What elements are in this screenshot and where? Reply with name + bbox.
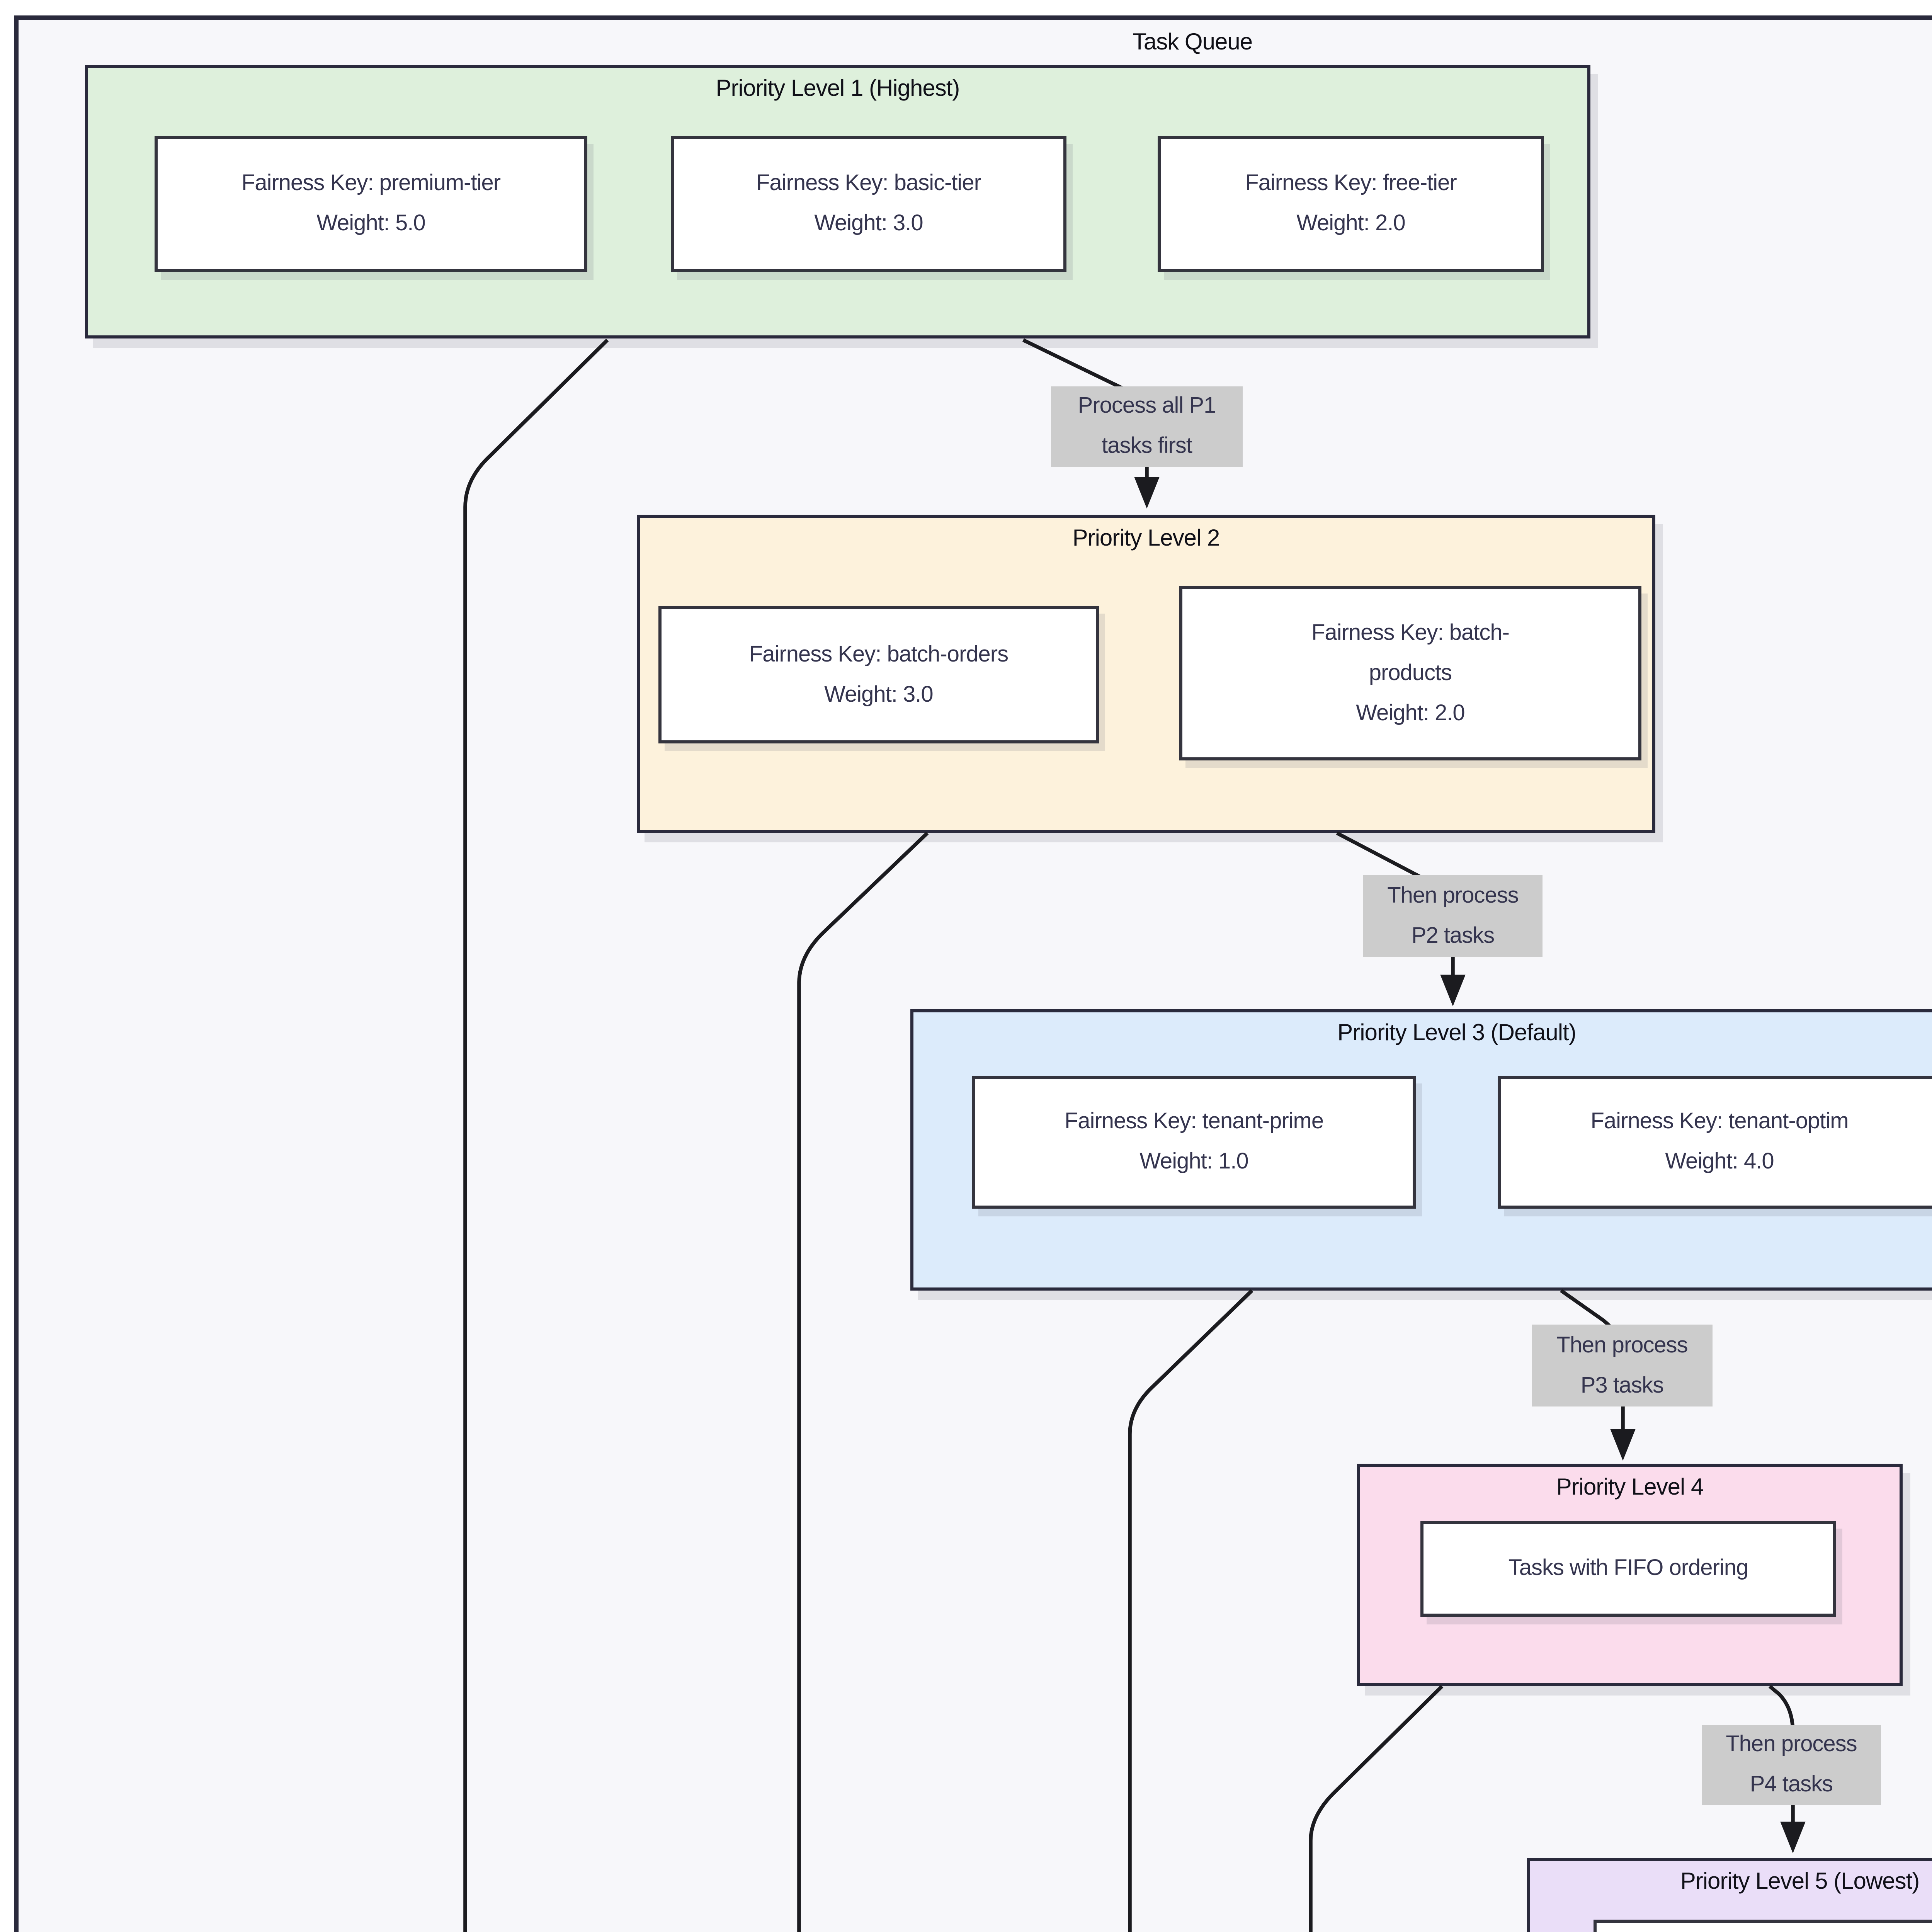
edge-label-p1-p2: Process all P1 tasks first [1051, 386, 1243, 467]
node-tenant-prime: Fairness Key: tenant-prime Weight: 1.0 [972, 1076, 1416, 1209]
node-premium-tier: Fairness Key: premium-tier Weight: 5.0 [155, 136, 587, 272]
node-batch-orders: Fairness Key: batch-orders Weight: 3.0 [658, 606, 1099, 743]
edge-label-p3-p4: Then process P3 tasks [1532, 1325, 1713, 1406]
node-p5-fifo: Tasks with FIFO ordering [1594, 1920, 1932, 1932]
subgraph-priority-5-title: Priority Level 5 (Lowest) [1680, 1869, 1920, 1895]
node-basic-tier: Fairness Key: basic-tier Weight: 3.0 [671, 136, 1066, 272]
node-p4-fifo: Tasks with FIFO ordering [1420, 1521, 1836, 1617]
node-tenant-optim: Fairness Key: tenant-optim Weight: 4.0 [1498, 1076, 1932, 1209]
edge-label-p4-p5: Then process P4 tasks [1702, 1725, 1881, 1805]
subgraph-priority-2-title: Priority Level 2 [1072, 526, 1220, 552]
diagram-title: Task Queue [1132, 29, 1253, 56]
edge-label-p2-p3: Then process P2 tasks [1363, 875, 1543, 957]
node-free-tier: Fairness Key: free-tier Weight: 2.0 [1158, 136, 1544, 272]
subgraph-priority-1-title: Priority Level 1 (Highest) [716, 76, 960, 102]
subgraph-priority-4-title: Priority Level 4 [1556, 1475, 1704, 1501]
subgraph-priority-3-title: Priority Level 3 (Default) [1337, 1020, 1577, 1046]
node-batch-products: Fairness Key: batch- products Weight: 2.… [1179, 586, 1641, 760]
